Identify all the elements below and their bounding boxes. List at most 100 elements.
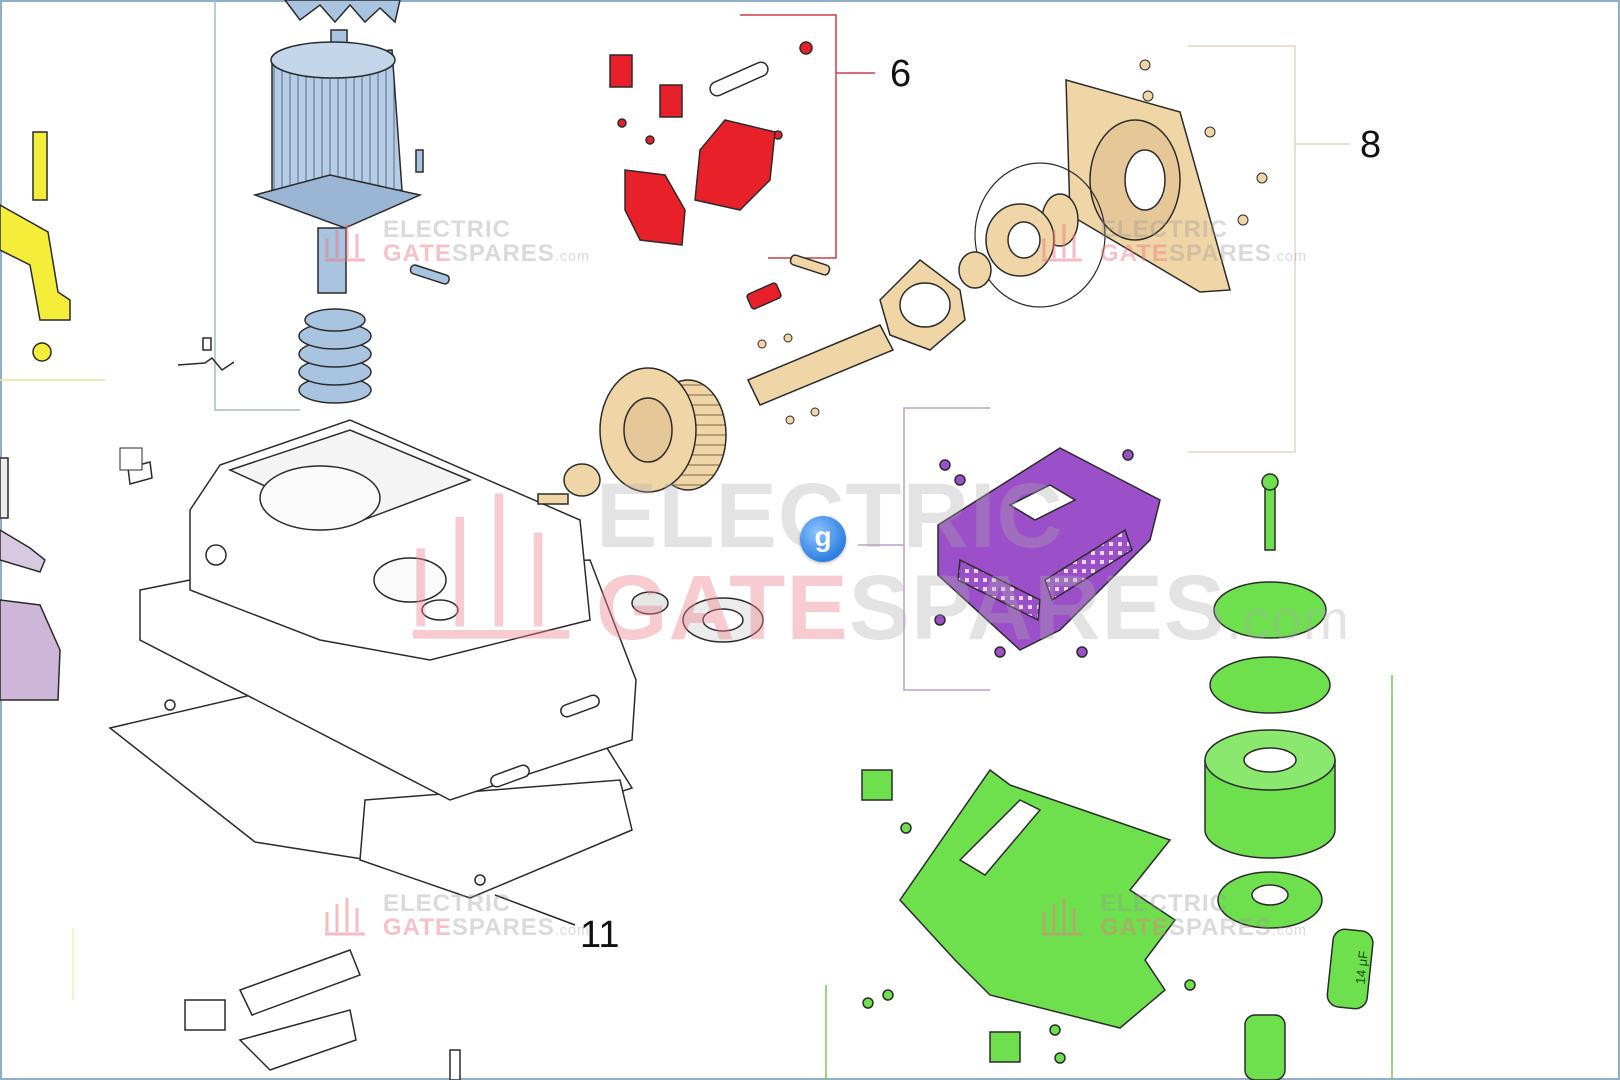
watermark-logo-icon (412, 493, 570, 639)
seal-large-bore (702, 608, 744, 632)
purple-group-bracket (903, 407, 990, 691)
motor-assembly (177, 0, 450, 404)
tan-screw (1142, 90, 1154, 102)
tan-screw (1237, 214, 1249, 226)
left-edge-parts (0, 131, 71, 701)
green-roller-bore (1243, 747, 1297, 773)
housing-bore (259, 465, 381, 531)
board-housing (937, 447, 1161, 651)
watermark: ELECTRIC GATESPARES.com (383, 216, 590, 267)
red-limit-cam (659, 84, 683, 118)
tan-screw (810, 407, 820, 417)
board-screws (934, 449, 1134, 658)
watermark: ELECTRIC GATESPARES.com (1100, 216, 1307, 267)
callout-11: 11 (580, 914, 620, 956)
housing-slot (490, 764, 530, 788)
yellow-release-lever (0, 204, 71, 321)
left-housing-purple (0, 599, 61, 701)
stub-shaft (537, 493, 569, 505)
left-rod (0, 457, 9, 519)
limit-switch-kit (609, 41, 831, 310)
terminal-holder (184, 999, 226, 1031)
yellow-nut (32, 342, 52, 362)
tan-screw (783, 333, 793, 343)
bracket-screw (119, 447, 143, 471)
worm-wheel-hub (623, 397, 673, 463)
seal-small (631, 591, 669, 615)
board-grille (1008, 484, 1077, 521)
housing-cavity (373, 557, 447, 603)
tan-screw (1204, 126, 1216, 138)
capacitor (1326, 928, 1374, 1010)
red-screw (617, 118, 627, 128)
motor-top-cap (270, 41, 396, 79)
red-switch-block (624, 169, 686, 246)
bracket-slot (958, 799, 1042, 876)
watermark-logo-icon (1042, 898, 1082, 936)
watermark-logo-icon (1042, 224, 1082, 262)
callout-6: 6 (890, 53, 912, 95)
leader-11 (494, 894, 576, 926)
seals (631, 591, 764, 643)
cooling-fan (284, 0, 401, 24)
red-screw (799, 41, 813, 55)
watermark-logo-icon (325, 898, 365, 936)
watermark-large: ELECTRIC GATESPARES.com (596, 465, 1350, 659)
cover-edge (238, 949, 361, 1016)
red-spring (746, 282, 782, 310)
green-clip (861, 769, 893, 801)
green-terminal-block (989, 1031, 1021, 1063)
spring (709, 61, 769, 97)
spring-clip (177, 356, 235, 371)
capacitor-bottom (1244, 1014, 1286, 1080)
board-terminals (1044, 528, 1133, 602)
housing-hole (205, 544, 227, 566)
flange-bore (1124, 149, 1166, 211)
watermark: ELECTRIC GATESPARES.com (383, 890, 590, 941)
plate-hole (474, 874, 486, 886)
plate-hole (164, 699, 176, 711)
tan-group-bracket (1188, 45, 1296, 453)
red-switch-plate (694, 119, 776, 211)
yellow-bolt (32, 131, 48, 201)
cover-edge (238, 1009, 357, 1071)
bottom-pin (449, 1049, 461, 1080)
green-disc-top (1213, 581, 1327, 639)
motor-flange (252, 174, 423, 229)
tan-screw (1139, 59, 1151, 71)
foundation-plate (359, 779, 633, 899)
watermark: ELECTRIC GATESPARES.com (1100, 890, 1307, 941)
o-ring (974, 162, 1106, 308)
control-board (934, 447, 1161, 658)
clutch-cup-bore (899, 282, 951, 328)
board-connectors (957, 558, 1041, 622)
green-disc-bore (1251, 884, 1289, 906)
tan-screw (785, 415, 795, 425)
clip-screw (202, 337, 212, 351)
callout-8: 8 (1360, 124, 1382, 166)
bearing-bore (1007, 221, 1041, 259)
red-limit-cam (609, 54, 633, 88)
bottom-left-parts (184, 949, 461, 1080)
circlip (958, 251, 992, 289)
battery-bracket-kit (861, 473, 1374, 1080)
red-screw (645, 135, 655, 145)
tan-screw (1256, 172, 1268, 184)
drive-shaft (746, 324, 895, 406)
watermark-logo-icon (325, 224, 365, 262)
motor-pin (409, 264, 450, 285)
green-mounting-bracket (899, 768, 1177, 1029)
viewer-badge-icon[interactable]: g (800, 516, 846, 562)
motor-group-bracket (214, 0, 300, 411)
key (789, 254, 831, 276)
drive-shaft-assembly (537, 79, 1231, 505)
small-bearing (563, 463, 601, 497)
green-screws (862, 822, 1196, 1064)
tan-screw (757, 339, 767, 349)
green-bolt-head (1261, 473, 1279, 491)
green-disc (1209, 656, 1331, 714)
gearbox-base (108, 419, 637, 899)
tan-screws (757, 59, 1268, 425)
